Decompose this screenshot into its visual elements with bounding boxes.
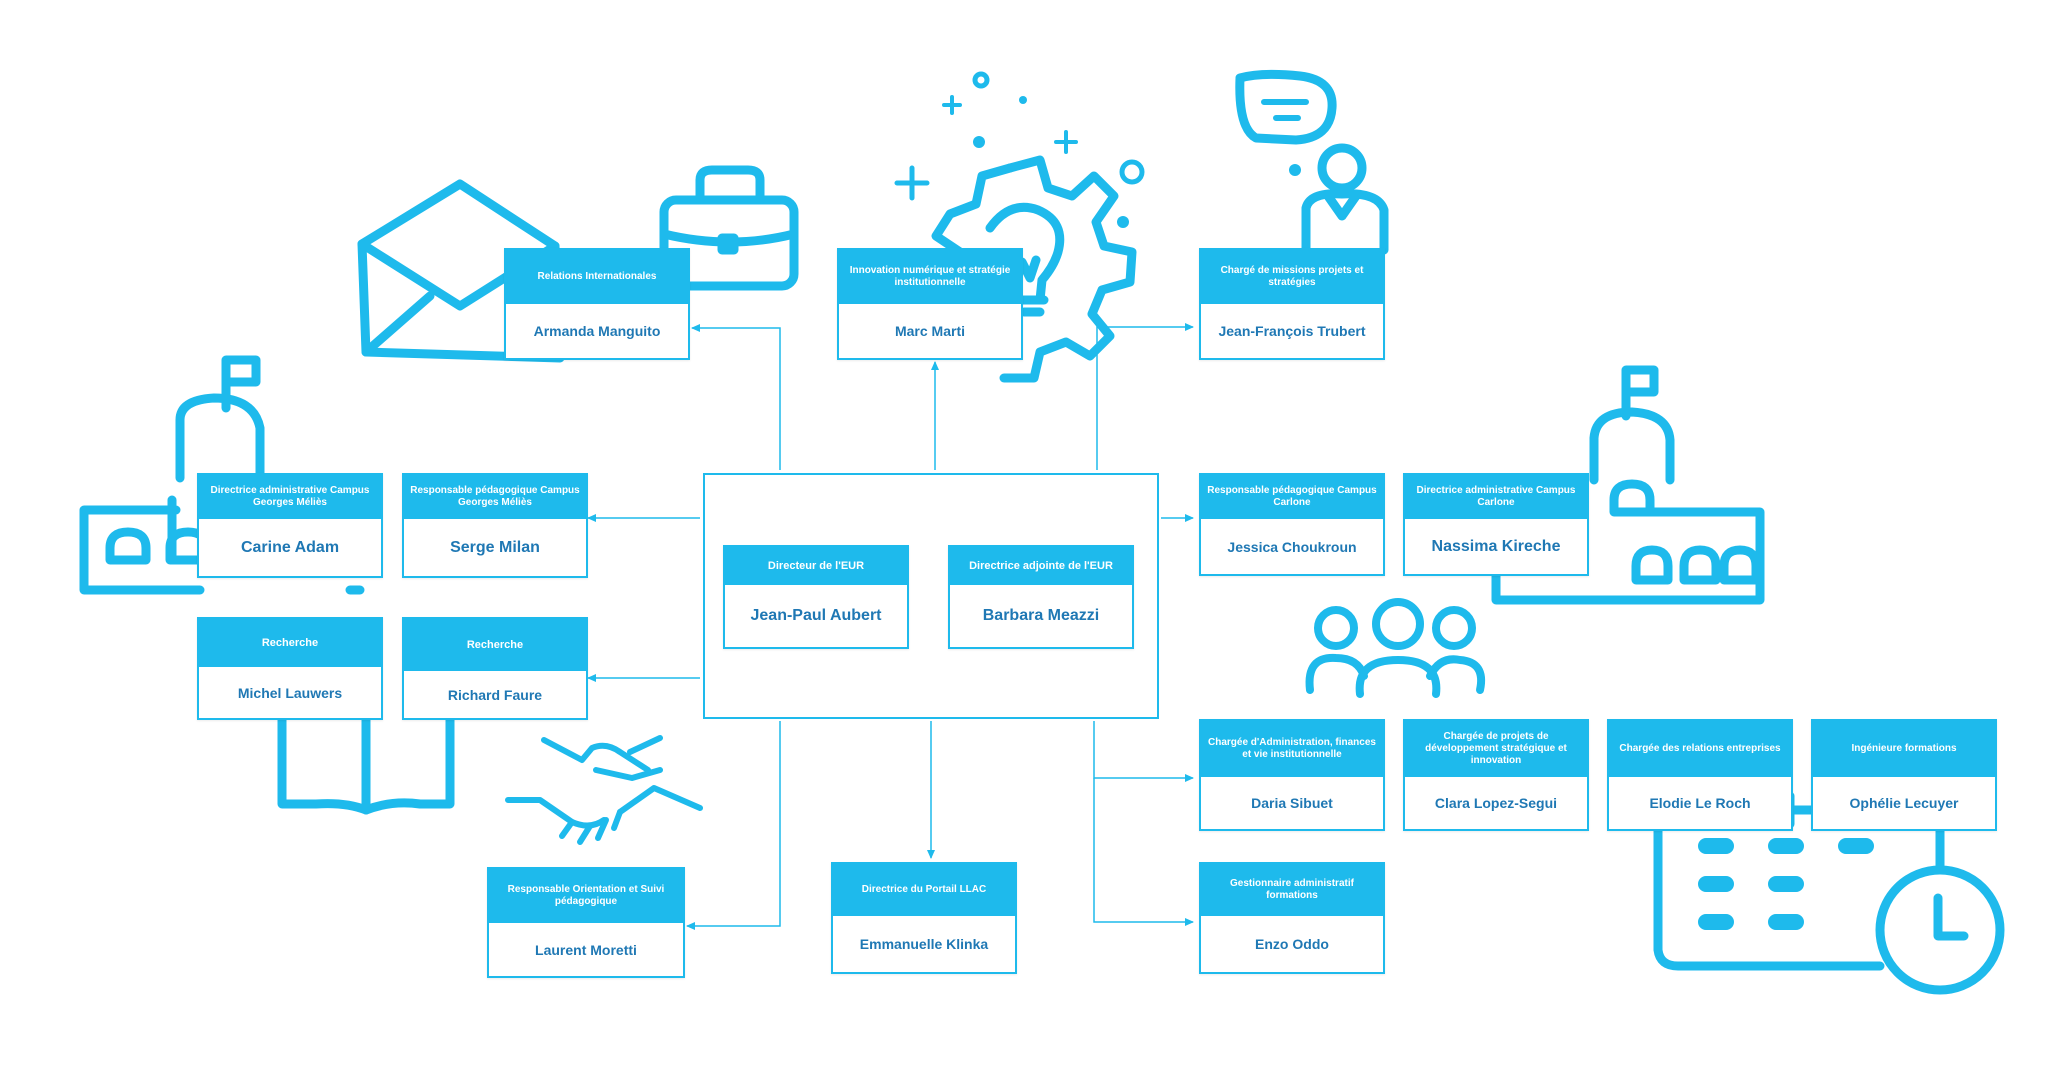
- node-ingenieure: Ingénieure formations Ophélie Lecuyer: [1811, 719, 1997, 831]
- role-title: Relations Internationales: [506, 250, 688, 304]
- node-recherche-2: Recherche Richard Faure: [402, 617, 588, 720]
- briefcase-icon: [659, 165, 799, 291]
- node-directeur: Directeur de l'EUR Jean-Paul Aubert: [723, 545, 909, 649]
- person-name: Jean-Paul Aubert: [750, 607, 882, 624]
- node-relations-entreprises: Chargée des relations entreprises Elodie…: [1607, 719, 1793, 831]
- connector-relations-internationales: [691, 324, 781, 470]
- node-dir-admin-melies: Directrice administrative Campus Georges…: [197, 473, 383, 578]
- role-title: Responsable pédagogique Campus Georges M…: [404, 475, 586, 519]
- person-name: Richard Faure: [447, 686, 543, 703]
- person-name: Ophélie Lecuyer: [1849, 795, 1959, 811]
- connector-admin-finances: [1093, 721, 1194, 782]
- role-title: Recherche: [404, 619, 586, 671]
- node-innovation: Innovation numérique et stratégie instit…: [837, 248, 1023, 360]
- role-title: Directrice du Portail LLAC: [833, 864, 1015, 916]
- role-title: Recherche: [199, 619, 381, 667]
- node-recherche-1: Recherche Michel Lauwers: [197, 617, 383, 720]
- role-title: Chargée des relations entreprises: [1609, 721, 1791, 777]
- role-title: Directrice adjointe de l'EUR: [950, 547, 1132, 585]
- person-name: Barbara Meazzi: [982, 607, 1100, 624]
- person-name: Michel Lauwers: [237, 684, 343, 701]
- node-admin-finances: Chargée d'Administration, finances et vi…: [1199, 719, 1385, 831]
- role-title: Chargée de projets de développement stra…: [1405, 721, 1587, 777]
- person-name: Armanda Manguito: [533, 323, 661, 339]
- person-name: Enzo Oddo: [1255, 936, 1329, 952]
- role-title: Ingénieure formations: [1813, 721, 1995, 777]
- role-title: Chargée d'Administration, finances et vi…: [1201, 721, 1383, 777]
- person-name: Nassima Kireche: [1431, 537, 1561, 555]
- person-name: Carine Adam: [240, 538, 340, 556]
- connector-orientation: [686, 721, 781, 930]
- node-gestionnaire: Gestionnaire administratif formations En…: [1199, 862, 1385, 974]
- role-title: Responsable pédagogique Campus Carlone: [1201, 475, 1383, 519]
- role-title: Innovation numérique et stratégie instit…: [839, 250, 1021, 304]
- person-name: Emmanuelle Klinka: [859, 936, 989, 952]
- person-name: Clara Lopez-Segui: [1434, 795, 1558, 811]
- node-dev-strategique: Chargée de projets de développement stra…: [1403, 719, 1589, 831]
- person-name: Elodie Le Roch: [1649, 795, 1751, 811]
- connector-gestionnaire: [1093, 778, 1194, 926]
- person-name: Daria Sibuet: [1251, 795, 1333, 811]
- node-directrice-adjointe: Directrice adjointe de l'EUR Barbara Mea…: [948, 545, 1134, 649]
- person-name: Serge Milan: [450, 538, 540, 556]
- connector-charge-missions: [1096, 323, 1194, 470]
- role-title: Directeur de l'EUR: [725, 547, 907, 585]
- node-dir-admin-carlone: Directrice administrative Campus Carlone…: [1403, 473, 1589, 576]
- role-title: Directrice administrative Campus Georges…: [199, 475, 381, 519]
- person-name: Marc Marti: [894, 323, 966, 339]
- handshake-icon: [505, 735, 703, 845]
- group-icon: [1305, 598, 1485, 698]
- node-orientation: Responsable Orientation et Suivi pédagog…: [487, 867, 685, 978]
- building-right-icon: [1491, 365, 1765, 605]
- node-portail: Directrice du Portail LLAC Emmanuelle Kl…: [831, 862, 1017, 974]
- node-resp-peda-carlone: Responsable pédagogique Campus Carlone J…: [1199, 473, 1385, 576]
- role-title: Responsable Orientation et Suivi pédagog…: [489, 869, 683, 923]
- chat-person-icon: [1235, 69, 1389, 255]
- role-title: Chargé de missions projets et stratégies: [1201, 250, 1383, 304]
- role-title: Gestionnaire administratif formations: [1201, 864, 1383, 916]
- role-title: Directrice administrative Campus Carlone: [1405, 475, 1587, 519]
- node-charge-missions: Chargé de missions projets et stratégies…: [1199, 248, 1385, 360]
- node-resp-peda-melies: Responsable pédagogique Campus Georges M…: [402, 473, 588, 578]
- central-directorate-box: Directeur de l'EUR Jean-Paul Aubert Dire…: [703, 473, 1159, 719]
- person-name: Laurent Moretti: [535, 941, 637, 958]
- person-name: Jean-François Trubert: [1218, 323, 1366, 339]
- book-icon: [277, 715, 455, 815]
- person-name: Jessica Choukroun: [1227, 538, 1357, 555]
- node-relations-internationales: Relations Internationales Armanda Mangui…: [504, 248, 690, 360]
